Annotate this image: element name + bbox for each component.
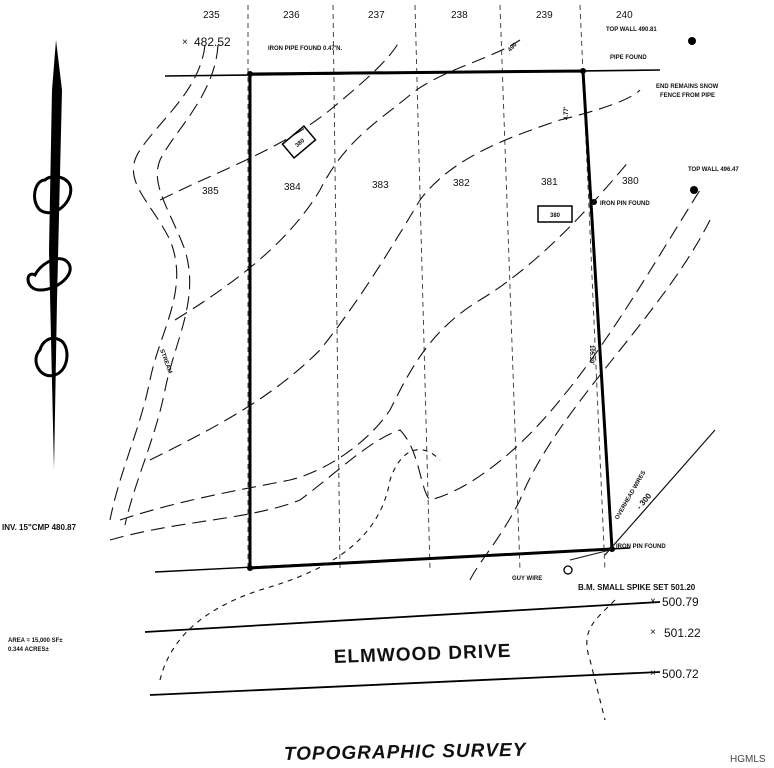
overhead-wire-line bbox=[604, 429, 716, 556]
acres-label: 0.344 ACRES± bbox=[8, 647, 49, 653]
spot-cross-1: × bbox=[182, 37, 188, 48]
dim-top-right-label: 4.77' bbox=[564, 106, 570, 120]
svg-text:380: 380 bbox=[622, 176, 639, 187]
svg-text:239: 239 bbox=[536, 10, 553, 21]
end-remains-label: END REMAINS SNOW bbox=[656, 84, 719, 90]
svg-text:381: 381 bbox=[541, 177, 558, 188]
top-wall-label-2: TOP WALL 496.47 bbox=[688, 167, 739, 173]
grid-numbers-mid: 385 384 383 382 381 380 bbox=[202, 176, 639, 197]
road-lines bbox=[144, 599, 661, 721]
guy-wire-label: GUY WIRE bbox=[512, 576, 542, 582]
corner-pin-ne bbox=[580, 68, 586, 74]
corner-pin-se bbox=[609, 546, 615, 552]
pipe-found-label: PIPE FOUND bbox=[610, 55, 647, 61]
svg-text:380: 380 bbox=[550, 213, 561, 219]
svg-text:240: 240 bbox=[616, 10, 633, 21]
iron-pin-found-label-bottom: IRON PIN FOUND bbox=[616, 544, 666, 550]
label-box-2: 380 bbox=[537, 205, 573, 223]
utility-pole bbox=[563, 565, 573, 575]
iron-pipe-found-label: IRON PIPE FOUND 0.47'N. bbox=[268, 46, 342, 52]
spot-cross-2: × bbox=[650, 596, 656, 607]
svg-text:383: 383 bbox=[372, 180, 389, 191]
fence-from-pipe-label: FENCE FROM PIPE bbox=[660, 93, 715, 99]
spot-elevation-4: 500.72 bbox=[662, 667, 699, 681]
spot-cross-4: × bbox=[650, 668, 656, 679]
svg-text:235: 235 bbox=[203, 10, 220, 21]
label-box-1: 380 bbox=[281, 125, 317, 159]
grid-lines bbox=[247, 4, 606, 571]
spot-cross-3: × bbox=[650, 627, 656, 638]
culvert-label: INV. 15"CMP 480.87 bbox=[2, 523, 77, 532]
svg-text:384: 384 bbox=[284, 182, 301, 193]
front-line-extension bbox=[154, 547, 631, 573]
north-arrow-icon bbox=[26, 40, 73, 470]
dim-right-label: 105.39' bbox=[588, 345, 594, 365]
top-wall-label-1: TOP WALL 490.81 bbox=[606, 27, 657, 33]
svg-text:236: 236 bbox=[283, 10, 300, 21]
stream-lines bbox=[109, 44, 219, 526]
guy-wire-line bbox=[569, 549, 611, 561]
stream-label: STREAM bbox=[158, 349, 172, 375]
spot-elevation-2: 500.79 bbox=[662, 595, 699, 609]
top-wall-marker-1 bbox=[688, 37, 696, 45]
utility-line-label: - 300 bbox=[635, 491, 654, 511]
contour-490-label: 490 bbox=[507, 42, 519, 54]
iron-pin-found-label-right: IRON PIN FOUND bbox=[600, 201, 650, 207]
page-title: TOPOGRAPHIC SURVEY bbox=[284, 740, 528, 765]
svg-text:382: 382 bbox=[453, 178, 470, 189]
svg-text:385: 385 bbox=[202, 186, 219, 197]
contour-lines bbox=[109, 39, 711, 681]
spot-elevation-1: 482.52 bbox=[194, 35, 231, 49]
parcel-boundary bbox=[248, 69, 614, 570]
area-label: AREA = 15,000 SF± bbox=[8, 638, 63, 644]
svg-text:238: 238 bbox=[451, 10, 468, 21]
bm-spike-label: B.M. SMALL SPIKE SET 501.20 bbox=[578, 583, 696, 592]
watermark: HGMLS bbox=[730, 754, 766, 765]
svg-text:380: 380 bbox=[295, 138, 307, 149]
corner-pin-sw bbox=[247, 565, 253, 571]
spot-elevation-3: 501.22 bbox=[664, 626, 701, 640]
grid-numbers-top: 235 236 237 238 239 240 bbox=[203, 10, 633, 21]
corner-pin-nw bbox=[247, 71, 253, 77]
street-name: ELMWOOD DRIVE bbox=[333, 641, 511, 668]
svg-text:237: 237 bbox=[368, 10, 385, 21]
top-wall-marker-2 bbox=[690, 186, 698, 194]
